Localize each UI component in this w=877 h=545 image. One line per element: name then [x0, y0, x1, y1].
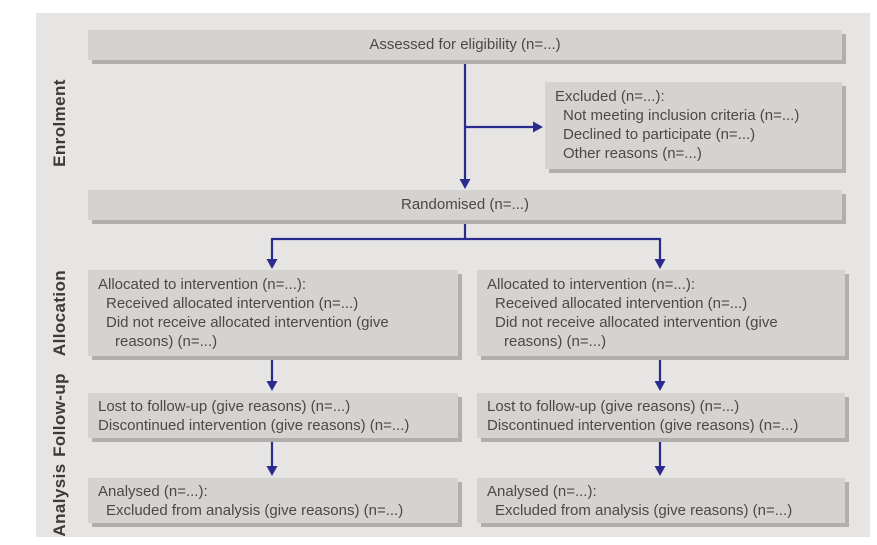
- box-line: Not meeting inclusion criteria (n=...): [563, 107, 800, 124]
- box-line: reasons) (n=...): [504, 333, 607, 350]
- box-text: Assessed for eligibility (n=...): [369, 36, 561, 53]
- box-line: Did not receive allocated intervention (…: [106, 314, 389, 331]
- box-line: Excluded from analysis (give reasons) (n…: [106, 502, 404, 519]
- section-label-enrolment: Enrolment: [50, 79, 69, 167]
- box-analysed-left: Analysed (n=...): Excluded from analysis…: [88, 478, 458, 523]
- box-line: reasons) (n=...): [115, 333, 218, 350]
- box-line: Received allocated intervention (n=...): [495, 295, 748, 312]
- box-line: Did not receive allocated intervention (…: [495, 314, 778, 331]
- box-line: Analysed (n=...):: [98, 483, 208, 500]
- box-line: Excluded (n=...):: [555, 88, 665, 105]
- box-line: Analysed (n=...):: [487, 483, 597, 500]
- box-line: Declined to participate (n=...): [563, 126, 756, 143]
- section-label-followup: Follow-up: [50, 373, 69, 457]
- box-assessed-for-eligibility: Assessed for eligibility (n=...): [88, 30, 842, 60]
- box-line: Excluded from analysis (give reasons) (n…: [495, 502, 793, 519]
- box-allocated-left: Allocated to intervention (n=...): Recei…: [88, 270, 458, 356]
- box-line: Received allocated intervention (n=...): [106, 295, 359, 312]
- box-followup-left: Lost to follow-up (give reasons) (n=...)…: [88, 393, 458, 438]
- box-randomised: Randomised (n=...): [88, 190, 842, 220]
- box-line: Allocated to intervention (n=...):: [98, 276, 307, 293]
- box-line: Allocated to intervention (n=...):: [487, 276, 696, 293]
- box-text: Randomised (n=...): [401, 196, 529, 213]
- box-analysed-right: Analysed (n=...): Excluded from analysis…: [477, 478, 845, 523]
- box-followup-right: Lost to follow-up (give reasons) (n=...)…: [477, 393, 845, 438]
- box-excluded: Excluded (n=...): Not meeting inclusion …: [545, 82, 842, 169]
- box-line: Discontinued intervention (give reasons)…: [487, 417, 799, 434]
- box-line: Lost to follow-up (give reasons) (n=...): [487, 398, 740, 415]
- box-allocated-right: Allocated to intervention (n=...): Recei…: [477, 270, 845, 356]
- section-label-allocation: Allocation: [50, 269, 69, 357]
- section-label-analysis: Analysis: [50, 463, 69, 537]
- box-line: Discontinued intervention (give reasons)…: [98, 417, 410, 434]
- box-line: Other reasons (n=...): [563, 145, 702, 162]
- box-line: Lost to follow-up (give reasons) (n=...): [98, 398, 351, 415]
